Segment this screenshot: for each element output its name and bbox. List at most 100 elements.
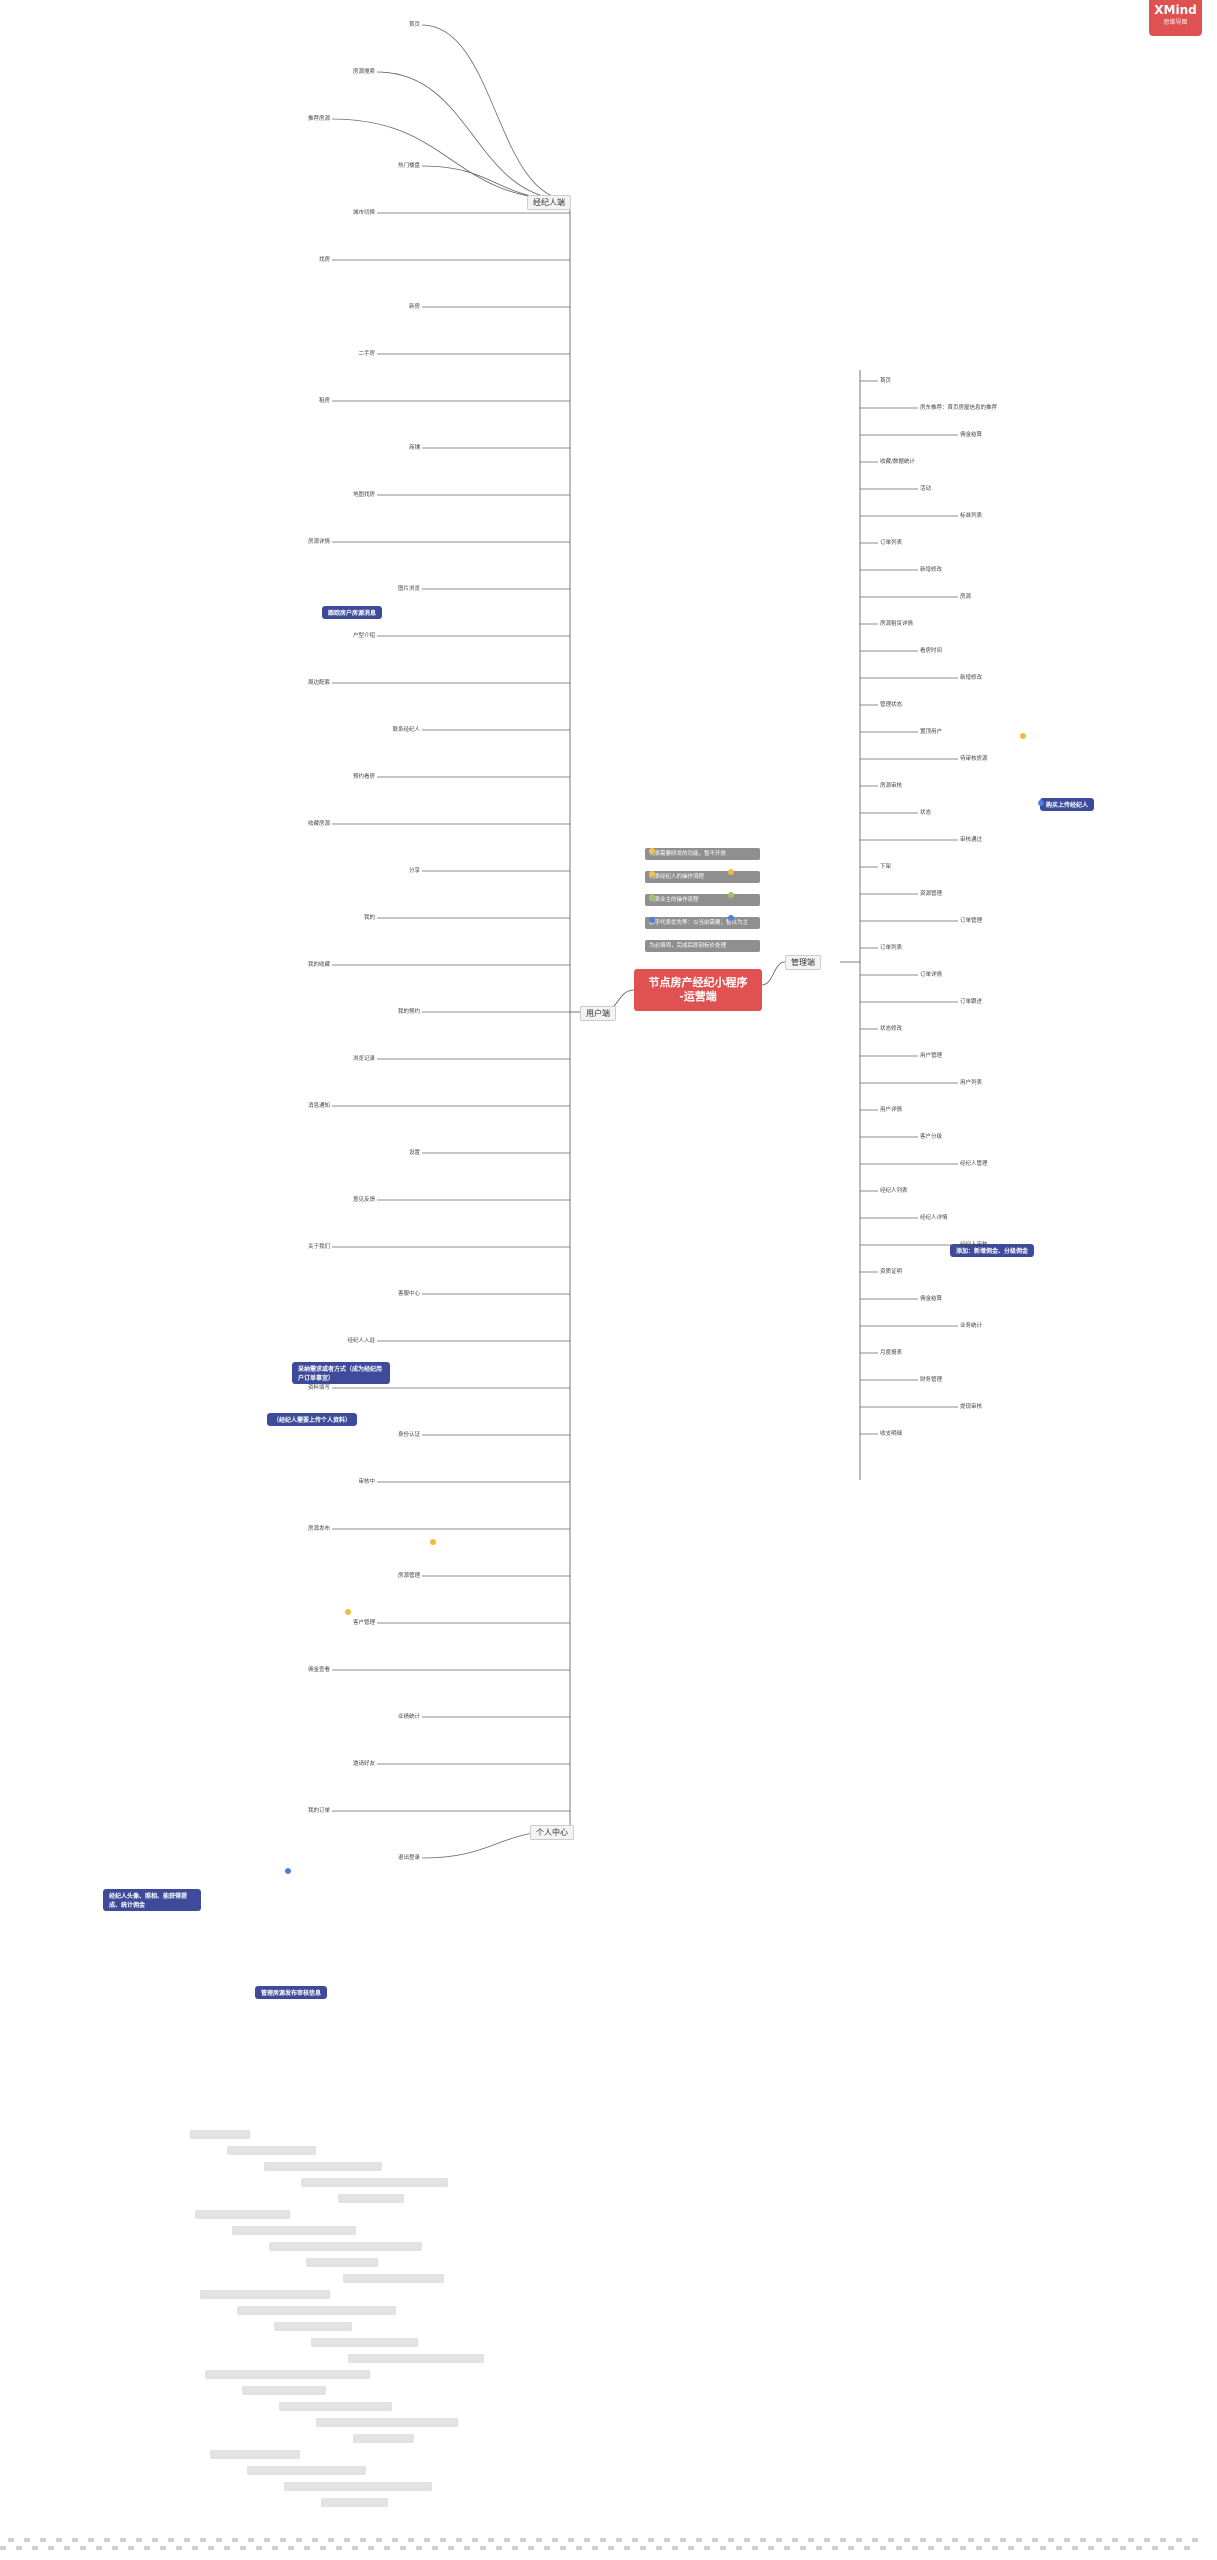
topic-node[interactable]: 经纪人详情 <box>920 1215 948 1221</box>
strip-mark <box>432 2546 438 2550</box>
topic-node[interactable]: 订单跟进 <box>960 999 983 1005</box>
strip-mark <box>808 2538 814 2542</box>
topic-node[interactable]: 订单列表 <box>880 540 903 546</box>
topic-node[interactable]: 预约看房 <box>352 774 375 780</box>
topic-node[interactable]: 提现审核 <box>960 1404 983 1410</box>
blurred-node <box>343 2274 444 2283</box>
strip-mark <box>512 2546 518 2550</box>
branch-user[interactable]: 用户端 <box>580 1006 616 1021</box>
topic-node[interactable]: 分享 <box>408 868 420 874</box>
topic-node[interactable]: 房东推荐：首页房屋信息的推荐 <box>920 405 998 411</box>
topic-node[interactable]: 佣金结算 <box>920 1296 943 1302</box>
topic-node[interactable]: 置顶用户 <box>920 729 943 735</box>
branch-profile[interactable]: 个人中心 <box>530 1825 574 1840</box>
topic-node[interactable]: 新房 <box>408 304 420 310</box>
topic-node[interactable]: 首页 <box>408 22 420 28</box>
branch-admin[interactable]: 管理端 <box>785 955 821 970</box>
topic-node[interactable]: 订单列表 <box>880 945 903 951</box>
topic-node[interactable]: 业绩统计 <box>397 1714 420 1720</box>
topic-node[interactable]: 经纪人审核 <box>960 1242 988 1248</box>
topic-node[interactable]: 用户详情 <box>880 1107 903 1113</box>
status-dot <box>728 915 734 921</box>
topic-node[interactable]: 房源发布 <box>307 1526 330 1532</box>
topic-node[interactable]: 资源管理 <box>920 891 943 897</box>
topic-node[interactable]: 状态修改 <box>880 1026 903 1032</box>
topic-node[interactable]: 找房 <box>318 257 330 263</box>
topic-node[interactable]: 经纪人管理 <box>960 1161 988 1167</box>
strip-mark <box>600 2538 606 2542</box>
topic-node[interactable]: 收藏/数据统计 <box>880 459 915 465</box>
topic-node[interactable]: 待审核房源 <box>960 756 988 762</box>
topic-node[interactable]: 业务统计 <box>960 1323 983 1329</box>
topic-node[interactable]: 租房 <box>318 398 330 404</box>
strip-mark <box>416 2546 422 2550</box>
blurred-node <box>348 2354 484 2363</box>
topic-node[interactable]: 订单管理 <box>960 918 983 924</box>
topic-node[interactable]: 客户分级 <box>920 1134 943 1140</box>
topic-node[interactable]: 首页 <box>880 378 892 384</box>
topic-node[interactable]: 审核通过 <box>960 837 983 843</box>
topic-node[interactable]: 消息通知 <box>307 1103 330 1109</box>
topic-node[interactable]: 房源搜索 <box>352 69 375 75</box>
topic-node[interactable]: 图片浏览 <box>397 586 420 592</box>
topic-node[interactable]: 联系经纪人 <box>392 727 420 733</box>
topic-node[interactable]: 客户管理 <box>352 1620 375 1626</box>
topic-node[interactable]: 审核中 <box>358 1479 375 1485</box>
topic-node[interactable]: 商铺 <box>408 445 420 451</box>
topic-node[interactable]: 房源详情 <box>307 539 330 545</box>
topic-node[interactable]: 新增修改 <box>920 567 943 573</box>
topic-node[interactable]: 邀请好友 <box>352 1761 375 1767</box>
topic-node[interactable]: 二手房 <box>358 351 375 357</box>
topic-node[interactable]: 用户列表 <box>960 1080 983 1086</box>
topic-node[interactable]: 周边配套 <box>307 680 330 686</box>
topic-node[interactable]: 月度报表 <box>880 1350 903 1356</box>
topic-node[interactable]: 佣金结算 <box>960 432 983 438</box>
topic-node[interactable]: 我的预约 <box>397 1009 420 1015</box>
strip-mark <box>8 2538 14 2542</box>
topic-node[interactable]: 用户管理 <box>920 1053 943 1059</box>
topic-node[interactable]: 我的 <box>363 915 375 921</box>
topic-node[interactable]: 经纪人入驻 <box>347 1338 375 1344</box>
topic-node[interactable]: 管理状态 <box>880 702 903 708</box>
topic-node[interactable]: 户型介绍 <box>352 633 375 639</box>
topic-node[interactable]: 关于我们 <box>307 1244 330 1250</box>
topic-node[interactable]: 客服中心 <box>397 1291 420 1297</box>
strip-mark <box>976 2546 982 2550</box>
topic-node[interactable]: 我的订单 <box>307 1808 330 1814</box>
topic-node[interactable]: 下架 <box>880 864 892 870</box>
topic-node[interactable]: 房源审核 <box>880 783 903 789</box>
strip-mark <box>32 2546 38 2550</box>
topic-node[interactable]: 佣金查看 <box>307 1667 330 1673</box>
topic-node[interactable]: 设置 <box>408 1150 420 1156</box>
topic-node[interactable]: 活动 <box>920 486 932 492</box>
topic-node[interactable]: 看房时间 <box>920 648 943 654</box>
topic-node[interactable]: 资质证明 <box>880 1269 903 1275</box>
topic-node[interactable]: 城市切换 <box>352 210 375 216</box>
topic-node[interactable]: 退出登录 <box>397 1855 420 1861</box>
branch-agent[interactable]: 经纪人端 <box>527 195 571 210</box>
topic-node[interactable]: 浏览记录 <box>352 1056 375 1062</box>
root-topic[interactable]: 节点房产经纪小程序 -运营端 <box>634 969 762 1011</box>
topic-node[interactable]: 标准列表 <box>960 513 983 519</box>
topic-node[interactable]: 房源管理 <box>397 1573 420 1579</box>
tag-label: 跟踪房户房源消息 <box>322 606 383 619</box>
topic-node[interactable]: 地图找房 <box>352 492 375 498</box>
connector <box>421 24 571 201</box>
topic-node[interactable]: 推荐房源 <box>307 116 330 122</box>
topic-node[interactable]: 状态 <box>920 810 932 816</box>
topic-node[interactable]: 新增修改 <box>960 675 983 681</box>
topic-node[interactable]: 经纪人列表 <box>880 1188 908 1194</box>
strip-mark <box>840 2538 846 2542</box>
topic-node[interactable]: 收支明细 <box>880 1431 903 1437</box>
strip-mark <box>128 2546 134 2550</box>
topic-node[interactable]: 热门楼盘 <box>397 163 420 169</box>
topic-node[interactable]: 收藏房源 <box>307 821 330 827</box>
topic-node[interactable]: 身份认证 <box>397 1432 420 1438</box>
topic-node[interactable]: 订单详情 <box>920 972 943 978</box>
topic-node[interactable]: 财务管理 <box>920 1377 943 1383</box>
topic-node[interactable]: 意见反馈 <box>352 1197 375 1203</box>
topic-node[interactable]: 房源 <box>960 594 972 600</box>
topic-node[interactable]: 我的收藏 <box>307 962 330 968</box>
topic-node[interactable]: 资料填写 <box>307 1385 330 1391</box>
topic-node[interactable]: 房源租赁详情 <box>880 621 914 627</box>
